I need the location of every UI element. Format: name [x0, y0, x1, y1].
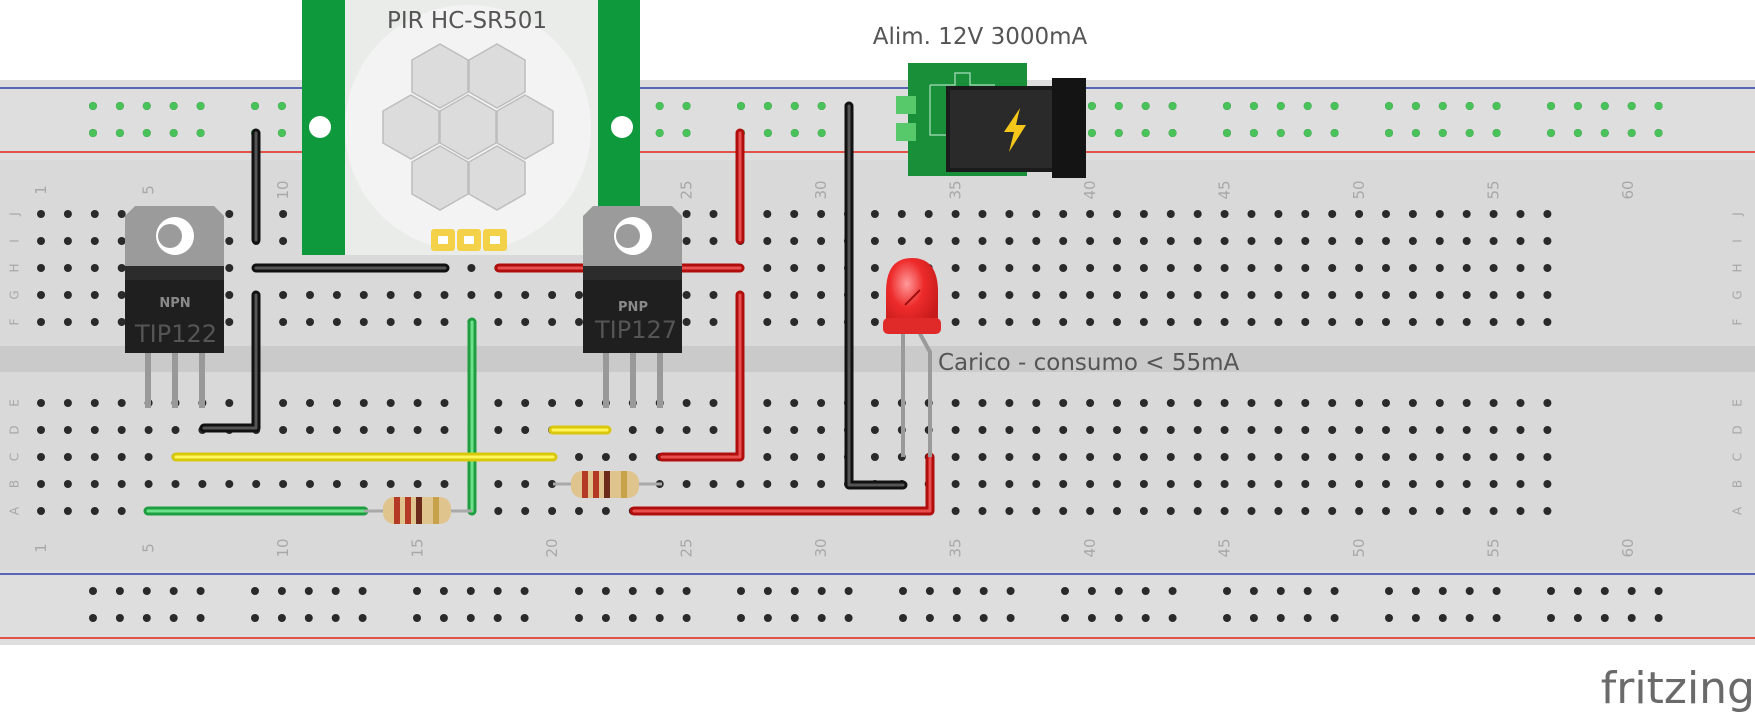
row-letter: E	[8, 399, 22, 407]
lightning-icon	[1004, 108, 1026, 152]
column-number: 30	[812, 538, 830, 557]
row-letter: B	[8, 480, 22, 488]
wires	[143, 101, 935, 516]
load-label: Carico - consumo < 55mA	[938, 350, 1240, 376]
pnp-part-label: TIP127	[594, 316, 677, 344]
column-number: 1	[32, 543, 50, 553]
column-number: 50	[1350, 180, 1368, 199]
column-number: 60	[1619, 538, 1637, 557]
row-letter: D	[8, 425, 22, 434]
column-number: 60	[1619, 180, 1637, 199]
column-number: 35	[947, 180, 965, 199]
column-number: 25	[678, 180, 696, 199]
row-letter: I	[1731, 239, 1745, 243]
column-number: 5	[140, 185, 158, 195]
column-number: 20	[543, 538, 561, 557]
row-letter: J	[1731, 212, 1745, 217]
column-number: 55	[1485, 538, 1503, 557]
row-letter: A	[8, 506, 22, 515]
row-letters: J J I I H H G G F F E E D D C C B B A A	[8, 212, 1745, 515]
column-number: 1	[32, 185, 50, 195]
column-number: 40	[1081, 538, 1099, 557]
column-number: 10	[274, 538, 292, 557]
column-number: 15	[409, 538, 427, 557]
row-letter: D	[1731, 425, 1745, 434]
column-number: 5	[140, 543, 158, 553]
npn-type-label: NPN	[159, 296, 190, 311]
power-label: Alim. 12V 3000mA	[873, 24, 1088, 50]
column-number: 35	[947, 538, 965, 557]
column-number: 55	[1485, 180, 1503, 199]
column-number: 50	[1350, 538, 1368, 557]
npn-transistor: NPN TIP122	[125, 206, 224, 408]
npn-part-label: TIP122	[134, 320, 217, 348]
pir-pin-header	[431, 229, 507, 251]
row-letter: F	[1731, 318, 1745, 325]
column-number: 30	[812, 180, 830, 199]
row-letter: G	[1731, 290, 1745, 299]
column-number: 40	[1081, 180, 1099, 199]
row-letter: E	[1731, 399, 1745, 407]
pnp-type-label: PNP	[618, 300, 648, 315]
pir-sensor: PIR HC-SR501	[302, 0, 640, 255]
pnp-transistor: PNP TIP127	[583, 206, 682, 408]
resistor-2	[553, 471, 662, 498]
row-letter: I	[8, 239, 22, 243]
column-number: 45	[1216, 538, 1234, 557]
column-number: 10	[274, 180, 292, 199]
fritzing-logo: fritzing	[1601, 663, 1755, 714]
power-jack: Alim. 12V 3000mA	[873, 24, 1088, 178]
row-letter: H	[8, 263, 22, 272]
row-letter: H	[1731, 263, 1745, 272]
red-led: Carico - consumo < 55mA	[883, 258, 1240, 457]
column-number: 45	[1216, 180, 1234, 199]
row-letter: F	[8, 318, 22, 325]
row-letter: G	[8, 290, 22, 299]
resistor-1	[364, 497, 472, 524]
row-letter: B	[1731, 480, 1745, 488]
pir-label: PIR HC-SR501	[387, 8, 547, 34]
row-letter: C	[8, 453, 22, 461]
center-channel	[0, 346, 1755, 372]
row-letter: A	[1731, 506, 1745, 515]
column-number: 25	[678, 538, 696, 557]
row-letter: J	[8, 212, 22, 217]
row-letter: C	[1731, 453, 1745, 461]
